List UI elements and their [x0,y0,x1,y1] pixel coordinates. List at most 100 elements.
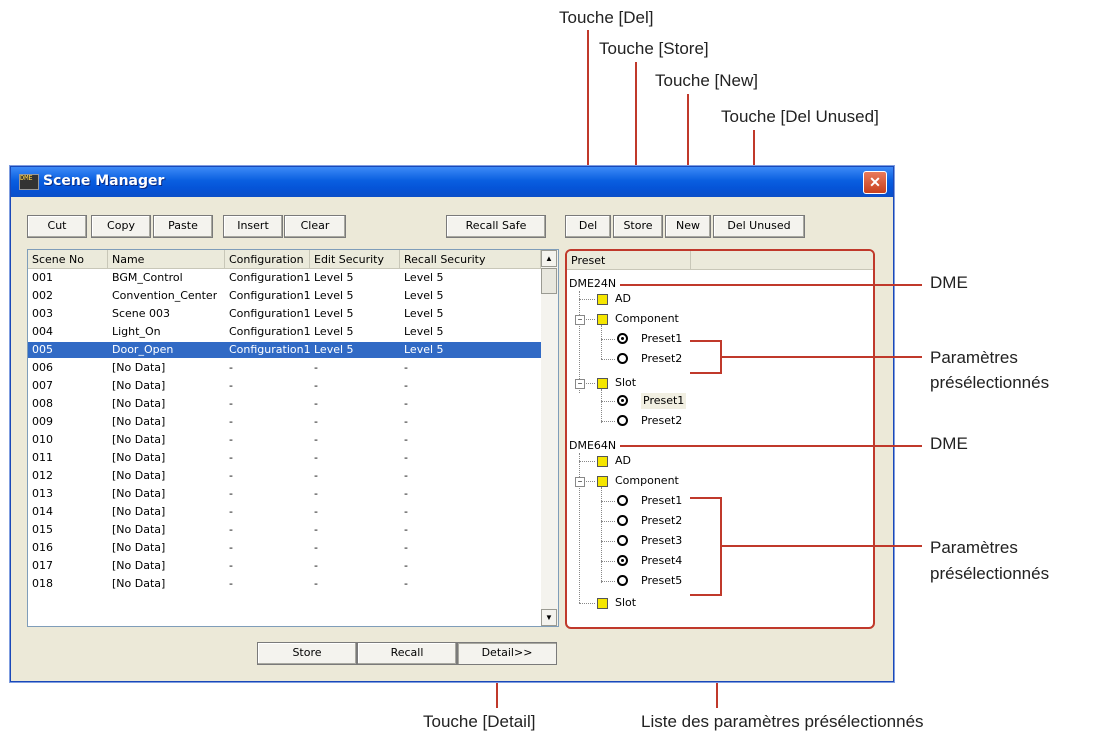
column-header-edit-security[interactable]: Edit Security [310,250,400,269]
scene-list[interactable]: Scene No Name Configuration Edit Securit… [27,249,559,627]
table-cell: Level 5 [404,289,444,302]
folder-slot-icon [597,598,608,609]
tree-preset1-a[interactable]: Preset1 [641,332,683,345]
column-header-configuration[interactable]: Configuration [225,250,310,269]
preset-radio-selected-icon[interactable] [617,555,628,566]
leader-new [687,94,689,216]
tree-preset2-a[interactable]: Preset2 [641,352,683,365]
column-header-name[interactable]: Name [108,250,225,269]
clear-button[interactable]: Clear [284,215,346,238]
table-cell: [No Data] [112,415,166,428]
table-row[interactable]: 014[No Data]--- [28,504,541,520]
table-cell: - [229,397,233,410]
preset-radio-icon[interactable] [617,515,628,526]
table-row[interactable]: 015[No Data]--- [28,522,541,538]
tree-dme64n[interactable]: DME64N [569,439,617,452]
table-row[interactable]: 010[No Data]--- [28,432,541,448]
paste-button[interactable]: Paste [153,215,213,238]
tree-ad-1[interactable]: AD [615,292,631,305]
tree-component-2[interactable]: Component [615,474,679,487]
table-cell: - [229,469,233,482]
table-row[interactable]: 012[No Data]--- [28,468,541,484]
collapse-icon[interactable]: − [575,477,585,487]
tree-preset2-c[interactable]: Preset2 [641,514,683,527]
store-scene-button[interactable]: Store [257,642,357,665]
table-row[interactable]: 007[No Data]--- [28,378,541,394]
tree-preset3-c[interactable]: Preset3 [641,534,683,547]
table-cell: 017 [32,559,53,572]
del-button[interactable]: Del [565,215,611,238]
scroll-thumb[interactable] [541,268,557,294]
scrollbar[interactable]: ▲ ▼ [541,250,558,626]
preset-radio-icon[interactable] [617,575,628,586]
recall-safe-button[interactable]: Recall Safe [446,215,546,238]
del-unused-button[interactable]: Del Unused [713,215,805,238]
table-cell: 008 [32,397,53,410]
dme-app-icon: DME [19,174,39,190]
scroll-up-icon[interactable]: ▲ [541,250,557,267]
collapse-icon[interactable]: − [575,379,585,389]
table-cell: Configuration1 [229,325,311,338]
callout-params-1a: Paramètres [930,348,1018,367]
preset-radio-selected-icon[interactable] [617,333,628,344]
recall-button[interactable]: Recall [357,642,457,665]
column-header-recall-security[interactable]: Recall Security [400,250,541,269]
tree-preset1-b[interactable]: Preset1 [641,393,687,409]
tree-component-1[interactable]: Component [615,312,679,325]
title-bar[interactable]: DME Scene Manager ✕ [11,167,893,197]
tree-preset4-c[interactable]: Preset4 [641,554,683,567]
table-row[interactable]: 016[No Data]--- [28,540,541,556]
preset-radio-icon[interactable] [617,495,628,506]
insert-button[interactable]: Insert [223,215,283,238]
preset-radio-icon[interactable] [617,535,628,546]
tree-preset1-c[interactable]: Preset1 [641,494,683,507]
copy-button[interactable]: Copy [91,215,151,238]
tree-dme24n[interactable]: DME24N [569,277,617,290]
table-row[interactable]: 013[No Data]--- [28,486,541,502]
table-cell: 013 [32,487,53,500]
preset-radio-selected-icon[interactable] [617,395,628,406]
folder-ad-icon [597,456,608,467]
tree-slot-1[interactable]: Slot [615,376,637,389]
column-header-scene-no[interactable]: Scene No [28,250,108,269]
leader-params-1 [720,356,922,358]
table-row[interactable]: 017[No Data]--- [28,558,541,574]
store-preset-button[interactable]: Store [613,215,663,238]
collapse-icon[interactable]: − [575,315,585,325]
table-cell: - [314,487,318,500]
tree-ad-2[interactable]: AD [615,454,631,467]
table-cell: [No Data] [112,379,166,392]
scroll-down-icon[interactable]: ▼ [541,609,557,626]
table-row[interactable]: 006[No Data]--- [28,360,541,376]
table-row[interactable]: 011[No Data]--- [28,450,541,466]
column-header-preset[interactable]: Preset [567,251,691,270]
detail-button[interactable]: Detail>> [457,642,557,665]
callout-dme-1: DME [930,273,968,292]
tree-preset2-b[interactable]: Preset2 [641,414,683,427]
column-header-blank [691,251,873,270]
preset-tree[interactable]: Preset DME24N AD − Component Preset1 Pre… [565,249,875,629]
preset-radio-icon[interactable] [617,353,628,364]
tree-preset5-c[interactable]: Preset5 [641,574,683,587]
table-cell: - [404,379,408,392]
table-cell: Scene 003 [112,307,171,320]
table-row[interactable]: 008[No Data]--- [28,396,541,412]
new-button[interactable]: New [665,215,711,238]
table-cell: - [314,559,318,572]
table-row[interactable]: 009[No Data]--- [28,414,541,430]
leader-del [587,30,589,216]
leader-dme-1 [620,284,922,286]
cut-button[interactable]: Cut [27,215,87,238]
preset-radio-icon[interactable] [617,415,628,426]
table-cell: 009 [32,415,53,428]
close-button[interactable]: ✕ [863,171,887,194]
table-cell: Level 5 [314,289,354,302]
table-cell: [No Data] [112,523,166,536]
tree-slot-2[interactable]: Slot [615,596,637,609]
table-row[interactable]: 018[No Data]--- [28,576,541,592]
